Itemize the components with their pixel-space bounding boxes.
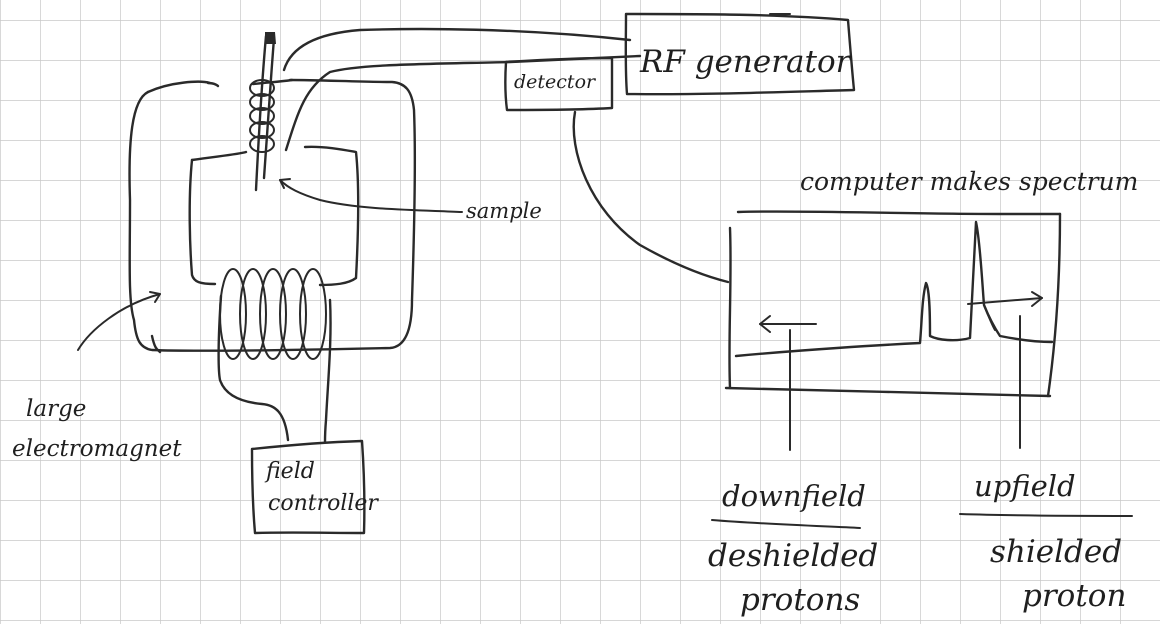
upfield-label: upfield [974, 469, 1076, 503]
sample-label: sample [466, 199, 542, 223]
downfield-label: downfield [722, 479, 866, 513]
tube-cap [265, 32, 276, 44]
magnet-label-line2: electromagnet [12, 436, 182, 462]
detector-label: detector [514, 71, 597, 93]
rf-generator-label: RF generator [639, 44, 853, 80]
computer-label: computer makes spectrum [800, 167, 1138, 196]
deshielded-label-line2: protons [740, 582, 860, 618]
field-controller-label-line2: controller [268, 491, 379, 516]
magnet-label-line1: large [26, 396, 86, 422]
field-controller-label-line1: field [264, 459, 315, 484]
deshielded-label-line1: deshielded [708, 538, 878, 574]
shielded-label-line1: shielded [990, 534, 1122, 570]
shielded-label-line2: proton [1022, 578, 1126, 614]
